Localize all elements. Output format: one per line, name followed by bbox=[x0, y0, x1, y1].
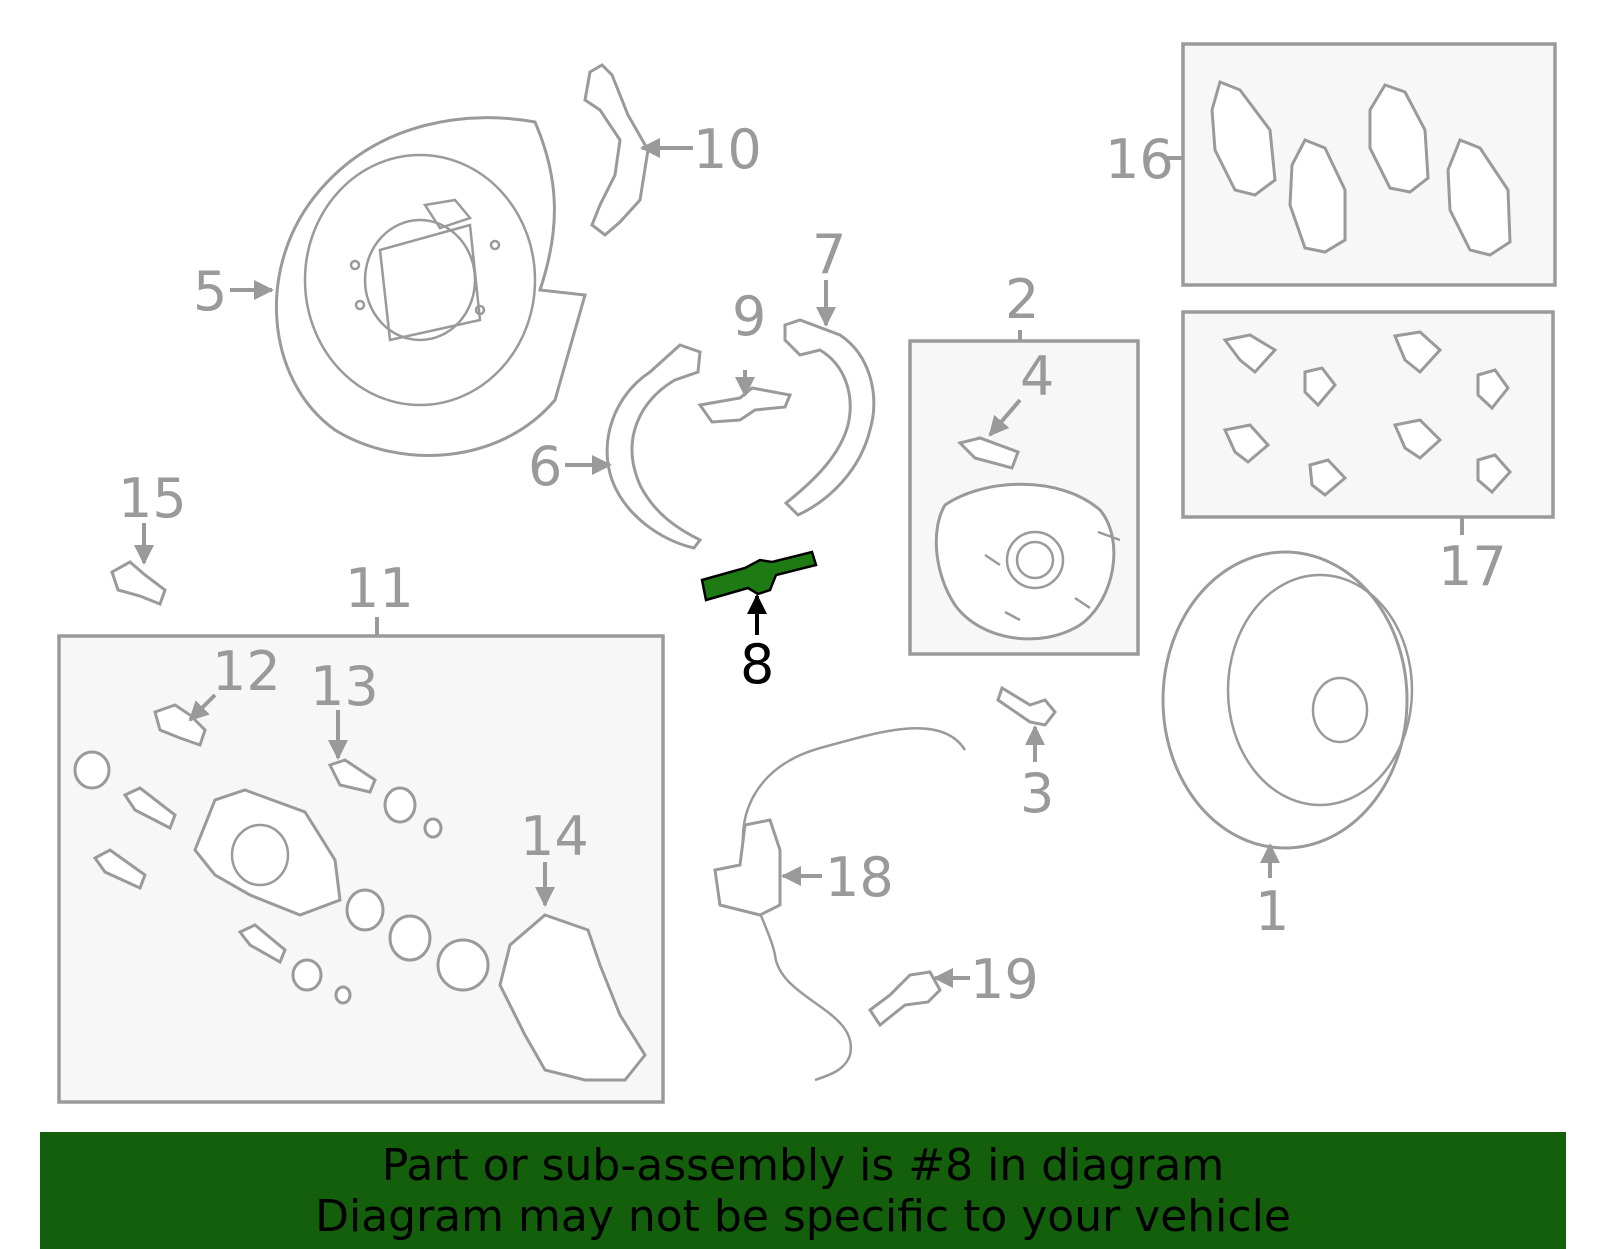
callout-12: 12 bbox=[212, 640, 281, 703]
callout-9: 9 bbox=[732, 285, 766, 348]
callout-4: 4 bbox=[1020, 345, 1054, 408]
fitting-kit-part bbox=[1222, 330, 1513, 497]
bolt-15-part bbox=[110, 560, 167, 606]
callout-5: 5 bbox=[193, 260, 227, 323]
brake-rotor-part bbox=[1161, 550, 1414, 850]
callout-6: 6 bbox=[528, 435, 562, 498]
brake-shoe-left-part bbox=[605, 343, 703, 550]
brake-pad-set-part bbox=[1210, 79, 1512, 257]
strut-part bbox=[583, 63, 650, 237]
callout-14: 14 bbox=[520, 805, 589, 868]
callout-10: 10 bbox=[693, 118, 762, 181]
callout-3: 3 bbox=[1020, 762, 1054, 825]
caliper-parts bbox=[73, 703, 647, 1082]
hub-bearing-part bbox=[934, 436, 1121, 641]
banner-line-1: Part or sub-assembly is #8 in diagram bbox=[381, 1140, 1225, 1191]
callout-15: 15 bbox=[118, 467, 187, 530]
callout-13: 13 bbox=[310, 655, 379, 718]
backing-plate-part bbox=[274, 116, 587, 457]
callout-18: 18 bbox=[825, 846, 894, 909]
callout-7: 7 bbox=[812, 223, 846, 286]
callout-17: 17 bbox=[1438, 535, 1507, 598]
callout-8: 8 bbox=[740, 633, 774, 696]
notice-banner: Part or sub-assembly is #8 in diagram Di… bbox=[40, 1132, 1566, 1249]
callout-16: 16 bbox=[1105, 128, 1174, 191]
callout-1: 1 bbox=[1255, 880, 1289, 943]
banner-line-2: Diagram may not be specific to your vehi… bbox=[315, 1191, 1291, 1242]
highlighted-part-8 bbox=[700, 550, 818, 602]
abs-bracket-part bbox=[713, 818, 782, 917]
callout-2: 2 bbox=[1005, 268, 1039, 331]
callout-11: 11 bbox=[345, 557, 414, 620]
brake-shoe-right-part bbox=[783, 318, 876, 517]
hub-bolt-part bbox=[996, 685, 1057, 727]
callout-19: 19 bbox=[970, 948, 1039, 1011]
bolt-19-part bbox=[867, 970, 942, 1028]
